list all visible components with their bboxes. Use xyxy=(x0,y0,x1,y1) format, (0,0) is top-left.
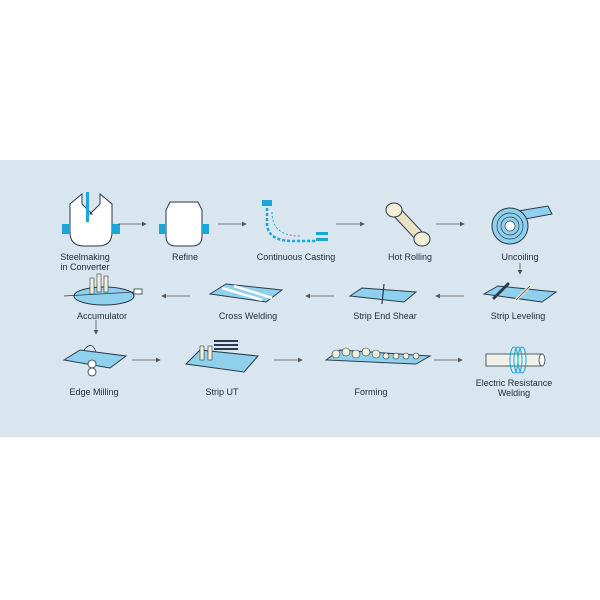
label-cross-welding: Cross Welding xyxy=(218,311,278,321)
continuous-casting-icon xyxy=(262,200,328,243)
cross-welding-icon xyxy=(208,283,284,303)
label-forming: Forming xyxy=(354,387,388,397)
label-strip-ut: Strip UT xyxy=(205,387,239,397)
label-steelmaking: Steelmaking in Converter xyxy=(50,252,120,272)
edge-milling-icon xyxy=(62,345,128,377)
label-edge-milling: Edge Milling xyxy=(69,387,119,397)
label-continuous-casting: Continuous Casting xyxy=(256,252,336,262)
strip-ut-icon xyxy=(184,340,260,373)
refine-ladle-icon xyxy=(159,201,209,247)
label-steelmaking-line2: in Converter xyxy=(60,262,110,272)
accumulator-icon xyxy=(63,273,143,306)
erw-pipe-icon xyxy=(485,346,546,374)
label-erw-line1: Electric Resistance xyxy=(475,378,553,388)
label-erw: Electric Resistance Welding xyxy=(466,378,562,398)
label-strip-leveling: Strip Leveling xyxy=(490,311,546,321)
hot-rolling-coil-icon xyxy=(385,202,431,247)
strip-end-shear-icon xyxy=(348,283,418,305)
label-strip-end-shear: Strip End Shear xyxy=(353,311,417,321)
label-hot-rolling: Hot Rolling xyxy=(387,252,433,262)
uncoiling-coil-icon xyxy=(491,205,553,245)
forming-rolls-icon xyxy=(324,347,432,365)
flow-arrows xyxy=(93,221,523,363)
label-uncoiling: Uncoiling xyxy=(501,252,539,262)
label-erw-line2: Welding xyxy=(497,388,531,398)
converter-icon xyxy=(62,192,120,247)
label-accumulator: Accumulator xyxy=(76,311,128,321)
label-refine: Refine xyxy=(171,252,198,262)
strip-leveling-icon xyxy=(482,282,558,303)
label-steelmaking-line1: Steelmaking xyxy=(60,252,110,262)
